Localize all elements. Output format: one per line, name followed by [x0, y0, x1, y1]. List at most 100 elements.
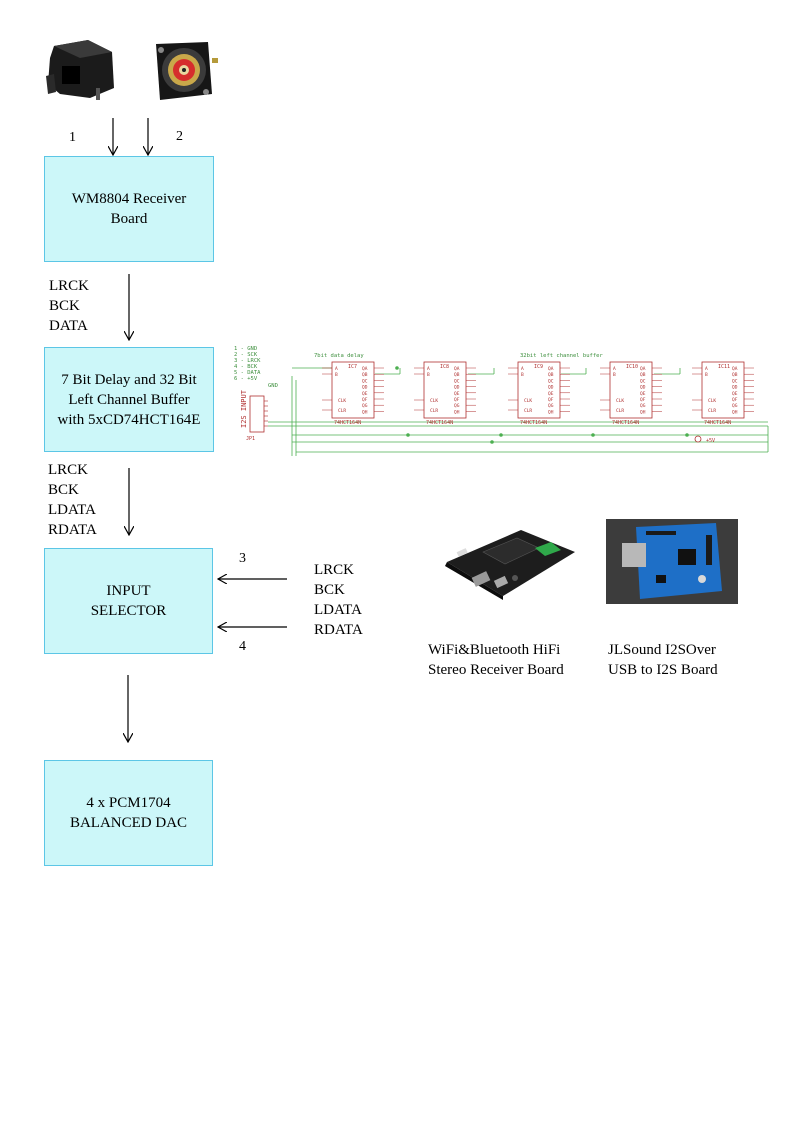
optical-input-connector-photo: [46, 40, 114, 100]
chip-pin-label: CLK: [338, 398, 346, 404]
schematic-pin-label: 3 - LRCK: [234, 358, 261, 364]
dac-label: 4 x PCM1704 BALANCED DAC: [69, 795, 188, 831]
chip-pin-label: QE: [640, 391, 646, 397]
delay-buffer-label: 7 Bit Delay and 32 Bit Left Channel Buff…: [57, 371, 201, 428]
chip-pin-label: QB: [548, 372, 554, 378]
chip-pin-label: CLK: [708, 398, 716, 404]
input-2-number: 2: [176, 129, 183, 144]
chip-ref-label: IC11: [718, 364, 730, 370]
chip-ref-label: IC10: [626, 364, 638, 370]
schematic-delay-note: 7bit data delay: [314, 353, 364, 359]
chip-pin-label: QG: [454, 403, 460, 409]
chip-ref-label: IC7: [348, 364, 357, 370]
chip-part-label: 74HCT164N: [426, 420, 453, 426]
chip-part-label: 74HCT164N: [334, 420, 361, 426]
chip-pin-label: QE: [732, 391, 738, 397]
chip-pin-label: QB: [454, 372, 460, 378]
chip-pin-label: B: [427, 372, 430, 378]
chip-pin-label: QG: [640, 403, 646, 409]
chip-pin-label: CLR: [430, 408, 438, 414]
chip-pin-label: QG: [362, 403, 368, 409]
dac-block: 4 x PCM1704 BALANCED DAC: [44, 760, 213, 866]
chip-pin-label: QG: [548, 403, 554, 409]
coaxial-rca-connector-photo: [156, 42, 218, 100]
chip-pin-label: CLR: [338, 408, 346, 414]
chip-pin-label: QD: [732, 385, 738, 391]
chip-pin-label: A: [427, 366, 430, 372]
chip-pin-label: B: [613, 372, 616, 378]
chip-pin-label: QH: [548, 409, 554, 415]
receiver-board-label: WM8804 Receiver Board: [71, 191, 187, 227]
wifi-bluetooth-board-photo: [445, 530, 575, 600]
delay-buffer-block: 7 Bit Delay and 32 Bit Left Channel Buff…: [44, 347, 214, 452]
chip-pin-label: QB: [362, 372, 368, 378]
chip-pin-label: QH: [454, 409, 460, 415]
selector-input-4-number: 4: [239, 639, 246, 654]
chip-ref-label: IC9: [534, 364, 543, 370]
input-selector-block: INPUT SELECTOR: [44, 548, 213, 654]
chip-pin-label: QH: [732, 409, 738, 415]
schematic-pin-label: 4 - BCK: [234, 364, 258, 370]
chip-pin-label: QC: [732, 378, 738, 384]
chip-pin-label: QD: [548, 385, 554, 391]
schematic-pin-label: 6 - +5V: [234, 376, 258, 382]
chip-pin-label: CLR: [524, 408, 532, 414]
chip-pin-label: QA: [640, 366, 646, 372]
chip-pin-label: QF: [362, 397, 368, 403]
power-label: +5V: [706, 438, 715, 444]
chip-pin-label: CLR: [708, 408, 716, 414]
chip-pin-label: QD: [640, 385, 646, 391]
chip-pin-label: CLK: [616, 398, 624, 404]
chip-pin-label: B: [521, 372, 524, 378]
buffer-output-signals: LRCK BCK LDATA RDATA: [48, 462, 97, 538]
chip-pin-label: A: [335, 366, 338, 372]
chip-pin-label: QC: [548, 378, 554, 384]
schematic-buffer-note: 32bit left channel buffer: [520, 353, 603, 359]
chip-pin-label: A: [521, 366, 524, 372]
chip-pin-label: QC: [640, 378, 646, 384]
chip-pin-label: QC: [454, 378, 460, 384]
chip-pin-label: QE: [548, 391, 554, 397]
input-1-number: 1: [69, 130, 76, 145]
chip-part-label: 74HCT164N: [704, 420, 731, 426]
schematic-pin-label: 5 - DATA: [234, 370, 261, 376]
receiver-board-block: WM8804 Receiver Board: [44, 156, 214, 262]
schematic-gnd-label: GND: [268, 383, 278, 389]
jlsound-board-photo: [606, 519, 738, 604]
jlsound-board-caption: JLSound I2SOver USB to I2S Board: [608, 642, 718, 678]
chip-pin-label: B: [335, 372, 338, 378]
chip-part-label: 74HCT164N: [612, 420, 639, 426]
chip-pin-label: QF: [640, 397, 646, 403]
input-selector-label: INPUT SELECTOR: [90, 583, 167, 619]
chip-pin-label: QC: [362, 378, 368, 384]
chip-pin-label: QE: [362, 391, 368, 397]
chip-pin-label: QD: [454, 385, 460, 391]
selector-input-3-number: 3: [239, 551, 246, 566]
connector-ref-label: JP1: [246, 436, 255, 442]
chip-pin-label: CLK: [524, 398, 532, 404]
chip-pin-label: QA: [732, 366, 738, 372]
connector-title-label: I2S INPUT: [240, 389, 248, 428]
chip-pin-label: QF: [732, 397, 738, 403]
schematic-pin-label: 1 - GND: [234, 346, 257, 352]
wifi-bluetooth-board-caption: WiFi&Bluetooth HiFi Stereo Receiver Boar…: [428, 642, 564, 678]
chip-pin-label: QD: [362, 385, 368, 391]
chip-pin-label: QF: [454, 397, 460, 403]
chip-pin-label: QG: [732, 403, 738, 409]
receiver-output-signals: LRCK BCK DATA: [49, 278, 90, 334]
chip-pin-label: CLR: [616, 408, 624, 414]
chip-pin-label: QH: [640, 409, 646, 415]
chip-pin-label: QE: [454, 391, 460, 397]
external-input-signals: LRCK BCK LDATA RDATA: [314, 562, 363, 638]
chip-pin-label: B: [705, 372, 708, 378]
schematic-pin-label: 2 - SCK: [234, 352, 258, 358]
chip-pin-label: QF: [548, 397, 554, 403]
shift-register-schematic: 1 - GND 2 - SCK 3 - LRCK 4 - BCK 5 - DAT…: [234, 346, 769, 456]
chip-ref-label: IC8: [440, 364, 449, 370]
